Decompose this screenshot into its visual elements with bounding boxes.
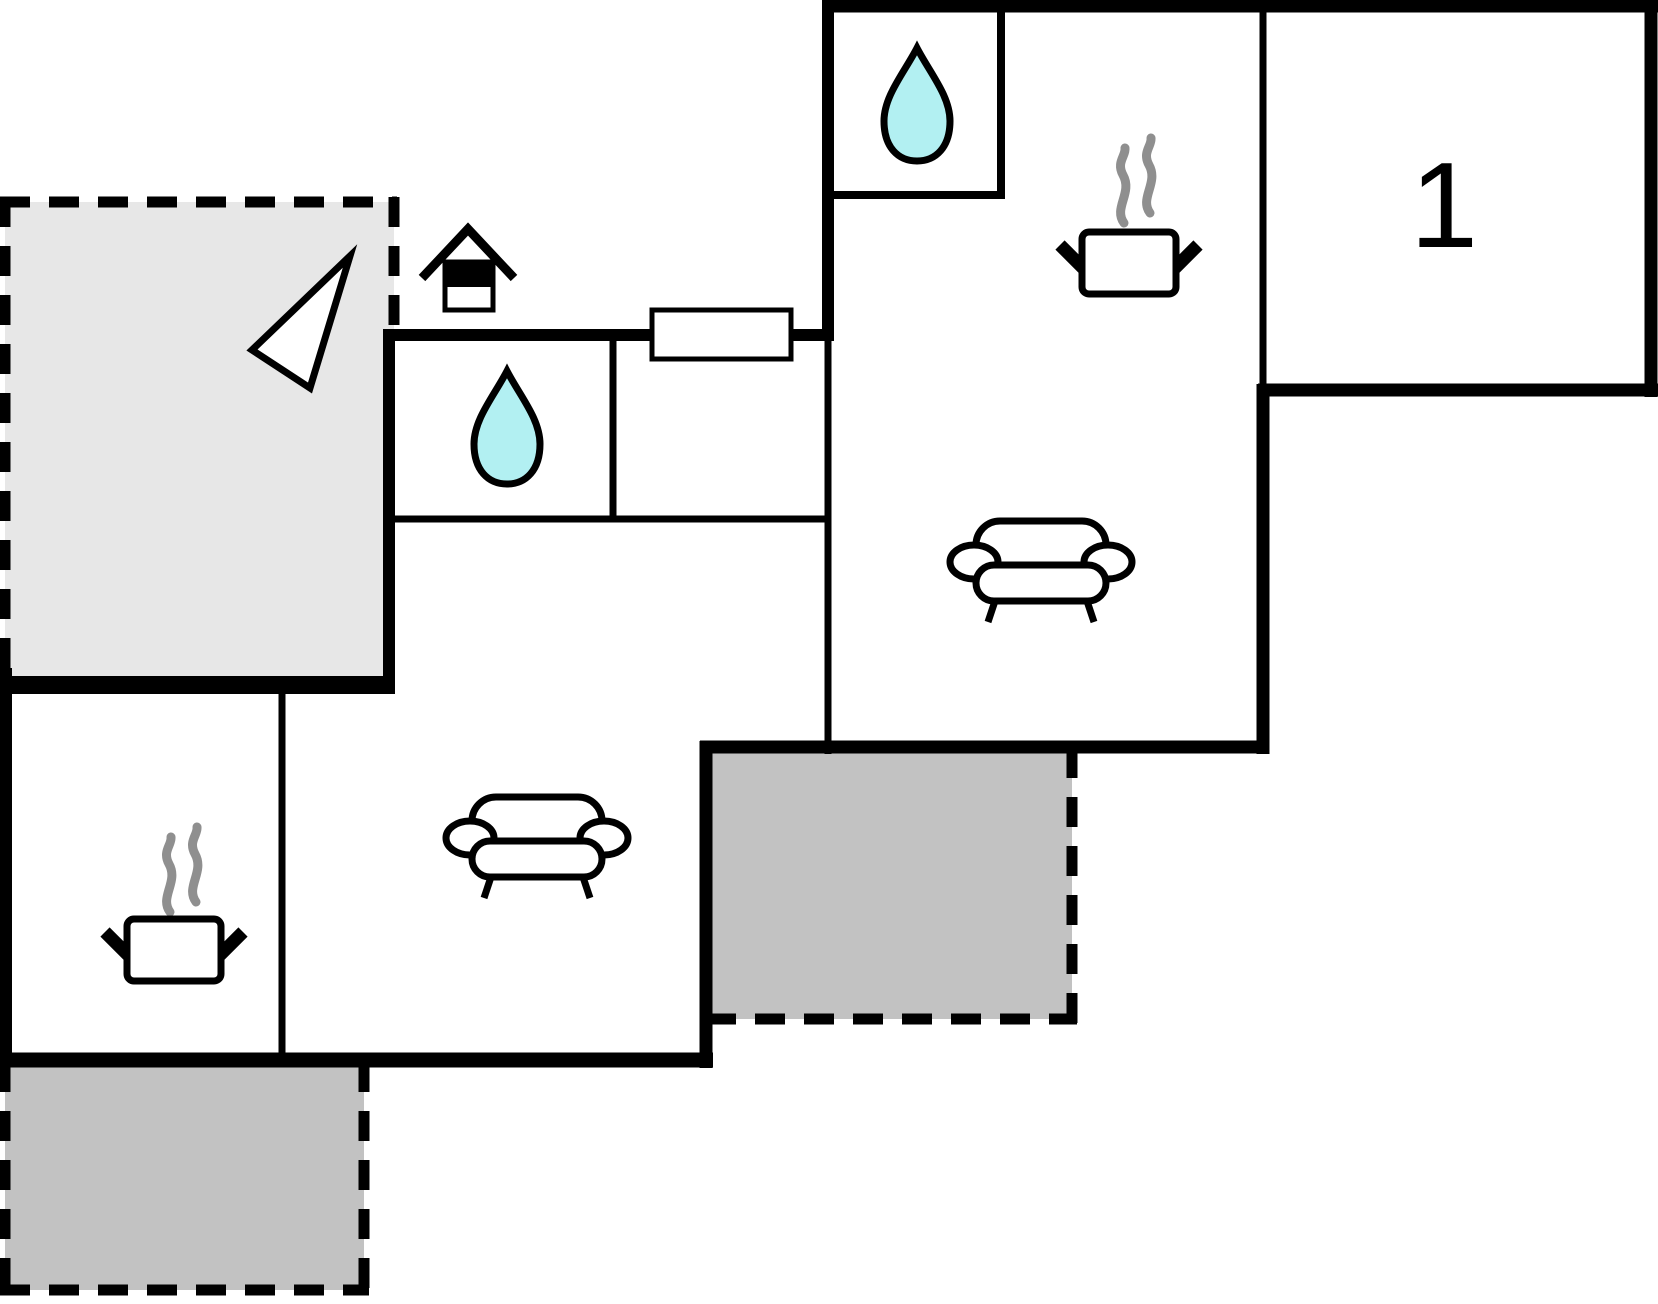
window-icon xyxy=(649,307,794,362)
house-icon xyxy=(418,222,518,313)
steam-icon xyxy=(162,822,203,917)
pot-body xyxy=(100,915,248,985)
house-body-upper xyxy=(445,262,493,287)
pot-rect xyxy=(123,915,225,985)
sofa-seat xyxy=(972,561,1110,605)
sofa-icon-bottom-lounge xyxy=(442,793,632,900)
terrace-dashed-borders xyxy=(0,196,1078,1296)
house-roof xyxy=(418,222,518,282)
water-drop-icon-top-bathroom xyxy=(880,40,954,165)
cooking-pot-icon-top-kitchen xyxy=(1055,133,1203,298)
walls xyxy=(0,0,1658,1068)
steam-icon xyxy=(1116,133,1157,228)
sofa-icon-top-lounge xyxy=(946,517,1136,624)
terrace-east xyxy=(706,747,1072,1019)
pot-body xyxy=(1055,228,1203,298)
bedroom-number-label: 1 xyxy=(1410,137,1478,273)
north-arrow-icon xyxy=(246,244,358,394)
sofa-seat xyxy=(468,837,606,881)
pot-rect xyxy=(1078,228,1180,298)
cooking-pot-icon-bottom-kitchen xyxy=(100,822,248,985)
terrace-southwest xyxy=(5,1060,364,1290)
water-drop-icon-middle-bathroom xyxy=(470,363,544,488)
